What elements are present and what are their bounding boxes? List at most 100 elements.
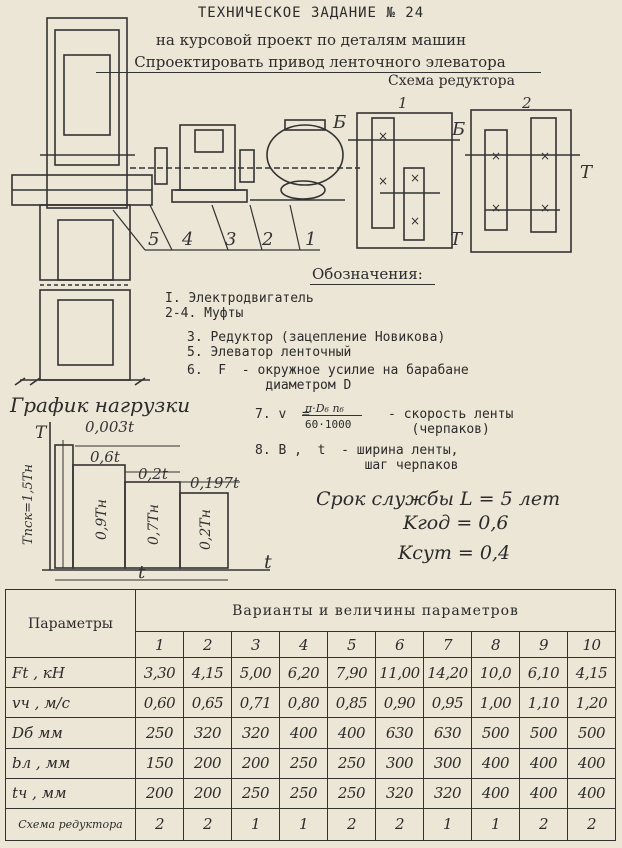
- task-underline: [96, 72, 541, 73]
- row-label: Dб мм: [5, 717, 136, 749]
- table-cell: 320: [375, 777, 424, 809]
- row-label: tч , мм: [5, 777, 136, 809]
- table-cell: 500: [519, 717, 568, 749]
- legend-item-6-cont: (черпаков): [255, 422, 490, 437]
- table-cell: 320: [423, 777, 472, 809]
- legend-item-5-cont: диаметром D: [187, 378, 352, 393]
- variant-header-cell: 7: [423, 631, 472, 659]
- table-cell: 6,20: [279, 657, 328, 689]
- table-cell: 250: [135, 717, 184, 749]
- legend-item-1: I. Электродвигатель: [165, 291, 314, 306]
- table-cell: 400: [327, 717, 376, 749]
- shaft-letter-b-left: Б: [332, 112, 346, 133]
- gear-scheme-label-1: 1: [398, 94, 408, 112]
- table-cell: 1: [231, 807, 280, 842]
- motor-body: [266, 124, 344, 186]
- variant-header-cell: 8: [471, 631, 520, 659]
- variant-header-cell: 3: [231, 631, 280, 659]
- table-cell: 0,80: [279, 687, 328, 719]
- table-cell: 200: [183, 777, 232, 809]
- graph-start-level: Tпск=1,5Tн: [21, 464, 36, 545]
- table-cell: 1,10: [519, 687, 568, 719]
- table-cell: 400: [567, 777, 616, 809]
- gearbox-scheme-title: Схема редуктора: [388, 73, 515, 89]
- table-cell: 320: [231, 717, 280, 749]
- table-cell: 1,20: [567, 687, 616, 719]
- graph-dur-1: 0,003t: [85, 418, 135, 436]
- row-label: Ft , кН: [5, 657, 136, 689]
- legend-title-underline: [310, 284, 435, 285]
- table-cell: 7,90: [327, 657, 376, 689]
- table-cell: 4,15: [567, 657, 616, 689]
- document-subtitle: на курсовой проект по деталям машин: [155, 31, 467, 49]
- table-cell: 2: [327, 807, 376, 842]
- legend-item-7-cont: шаг черпаков: [255, 458, 459, 473]
- row-label: Схема редуктора: [5, 807, 136, 842]
- variant-header-cell: 9: [519, 631, 568, 659]
- service-life: Срок службы L = 5 лет: [316, 488, 561, 510]
- table-cell: 630: [423, 717, 472, 749]
- legend-item-2: 2-4. Муфты: [165, 306, 244, 321]
- table-cell: 0,65: [183, 687, 232, 719]
- table-cell: 400: [471, 777, 520, 809]
- table-cell: 0,71: [231, 687, 280, 719]
- table-cell: 4,15: [183, 657, 232, 689]
- table-cell: 0,90: [375, 687, 424, 719]
- variant-header-cell: 1: [135, 631, 184, 659]
- table-cell: 1: [279, 807, 328, 842]
- table-cell: 11,00: [375, 657, 424, 689]
- graph-dur-3: 0,2t: [138, 465, 169, 483]
- drive-label-5: 5: [148, 229, 159, 250]
- speed-formula-bar: [302, 415, 362, 416]
- table-cell: 14,20: [423, 657, 472, 689]
- table-cell: 500: [567, 717, 616, 749]
- table-cell: 1,00: [471, 687, 520, 719]
- shaft-letter-t-right: Т: [580, 162, 594, 183]
- variant-header-cell: 4: [279, 631, 328, 659]
- table-cell: 2: [567, 807, 616, 842]
- variant-header-cell: 5: [327, 631, 376, 659]
- svg-text:×: ×: [378, 129, 388, 143]
- table-cell: 0,95: [423, 687, 472, 719]
- table-cell: 2: [135, 807, 184, 842]
- svg-text:×: ×: [540, 201, 550, 215]
- graph-level-4: 0,2Tн: [198, 509, 214, 550]
- drive-label-1: 1: [305, 229, 316, 250]
- parameters-table: Параметры Варианты и величины параметров…: [5, 588, 616, 842]
- svg-text:×: ×: [410, 214, 420, 228]
- table-cell: 2: [375, 807, 424, 842]
- table-cell: 500: [471, 717, 520, 749]
- graph-span-label: t: [138, 562, 146, 583]
- legend-item-3: 3. Редуктор (зацепление Новикова): [187, 330, 446, 345]
- table-cell: 0,85: [327, 687, 376, 719]
- document-title: ТЕХНИЧЕСКОЕ ЗАДАНИЕ № 24: [197, 5, 425, 21]
- table-cell: 250: [279, 747, 328, 779]
- table-cell: 250: [231, 777, 280, 809]
- graph-dur-2: 0,6t: [90, 448, 121, 466]
- drive-label-3: 3: [225, 229, 236, 250]
- legend-item-4: 5. Элеватор ленточный: [187, 345, 352, 360]
- legend-item-6: 7. v = - скорость ленты: [255, 407, 514, 422]
- table-cell: 5,00: [231, 657, 280, 689]
- k-sut: Kсут = 0,4: [398, 542, 511, 564]
- table-cell: 200: [183, 747, 232, 779]
- table-cell: 1: [423, 807, 472, 842]
- svg-text:×: ×: [410, 171, 420, 185]
- variant-header-cell: 6: [375, 631, 424, 659]
- table-cell: 6,10: [519, 657, 568, 689]
- table-cell: 320: [183, 717, 232, 749]
- load-graph: T 0,003t 0,6t 0,2t 0,197t 0,9Tн 0,7Tн 0,…: [21, 418, 272, 583]
- legend-title: Обозначения:: [312, 265, 423, 283]
- variant-header-cell: 2: [183, 631, 232, 659]
- table-cell: 630: [375, 717, 424, 749]
- table-cell: 0,60: [135, 687, 184, 719]
- gearbox-scheme-2: [470, 109, 572, 253]
- row-label: vч , м/с: [5, 687, 136, 719]
- variants-header: Варианты и величины параметров: [135, 588, 616, 633]
- table-cell: 150: [135, 747, 184, 779]
- table-cell: 2: [519, 807, 568, 842]
